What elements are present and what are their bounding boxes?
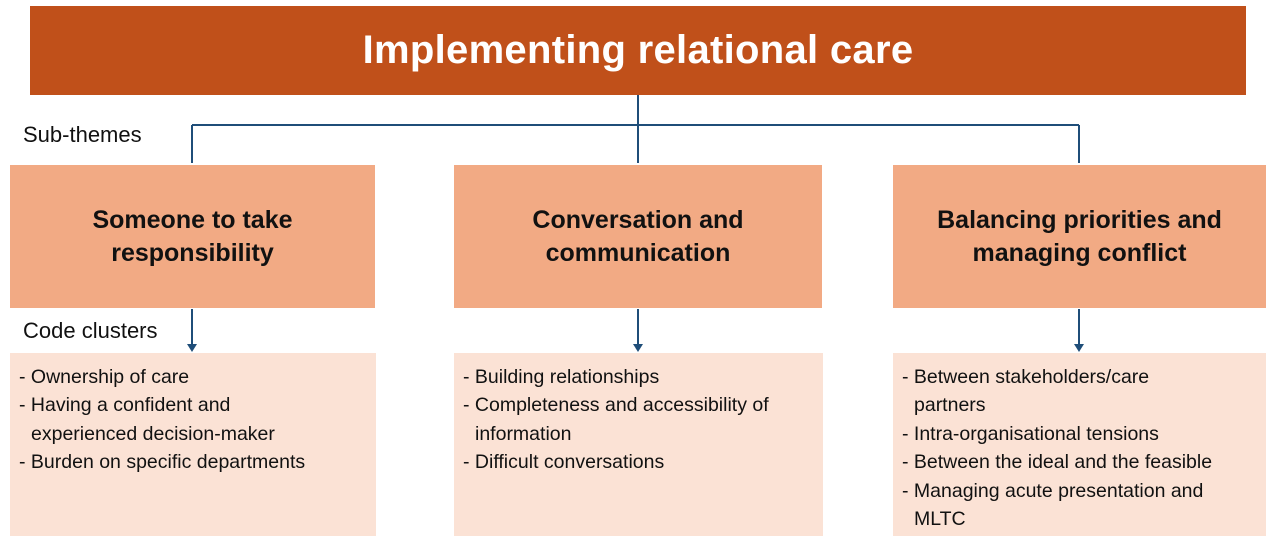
diagram-title: Implementing relational care [362, 28, 914, 72]
cluster-item: - Building relationships [463, 366, 660, 388]
theme-title-line: responsibility [111, 238, 274, 267]
arrow-head-3 [1074, 344, 1084, 352]
code-clusters-label: Code clusters [23, 318, 158, 343]
theme-title: Conversation and communication [520, 204, 755, 270]
cluster-item: - Between the ideal and the feasible [902, 451, 1213, 474]
theme-title: Balancing priorities and managing confli… [925, 204, 1234, 270]
cluster-item: - Intra-organisational tensions [902, 422, 1159, 445]
cluster-item: - Having a confident and experienced dec… [19, 394, 275, 445]
theme-title-line: Balancing priorities and [937, 205, 1222, 234]
cluster-list: - Between stakeholders/care partners - I… [902, 363, 1258, 533]
theme-box-communication: Conversation and communication [454, 165, 822, 308]
theme-box-responsibility: Someone to take responsibility [10, 165, 375, 308]
theme-title-line: managing conflict [972, 238, 1187, 267]
theme-title-line: communication [545, 238, 731, 267]
cluster-item: - Burden on specific departments [19, 451, 306, 474]
cluster-item: - Completeness and accessibility of info… [463, 394, 769, 445]
cluster-list: - Building relationships - Completeness … [463, 363, 815, 477]
title-banner: Implementing relational care [30, 6, 1246, 95]
theme-title-line: Someone to take [92, 205, 293, 234]
cluster-item: - Ownership of care [19, 366, 190, 388]
theme-title-line: Conversation and [532, 205, 744, 234]
cluster-item: - Difficult conversations [463, 451, 665, 474]
cluster-item: - Between stakeholders/care partners [902, 366, 1150, 417]
theme-title: Someone to take responsibility [80, 204, 304, 270]
sub-themes-label: Sub-themes [23, 122, 142, 147]
arrow-head-1 [187, 344, 197, 352]
cluster-box-conflict: - Between stakeholders/care partners - I… [893, 353, 1266, 536]
cluster-list: - Ownership of care - Having a confident… [19, 363, 368, 477]
theme-box-conflict: Balancing priorities and managing confli… [893, 165, 1266, 308]
arrow-head-2 [633, 344, 643, 352]
cluster-item: - Managing acute presentation and MLTC [902, 479, 1204, 531]
cluster-box-communication: - Building relationships - Completeness … [454, 353, 823, 536]
cluster-box-responsibility: - Ownership of care - Having a confident… [10, 353, 376, 536]
